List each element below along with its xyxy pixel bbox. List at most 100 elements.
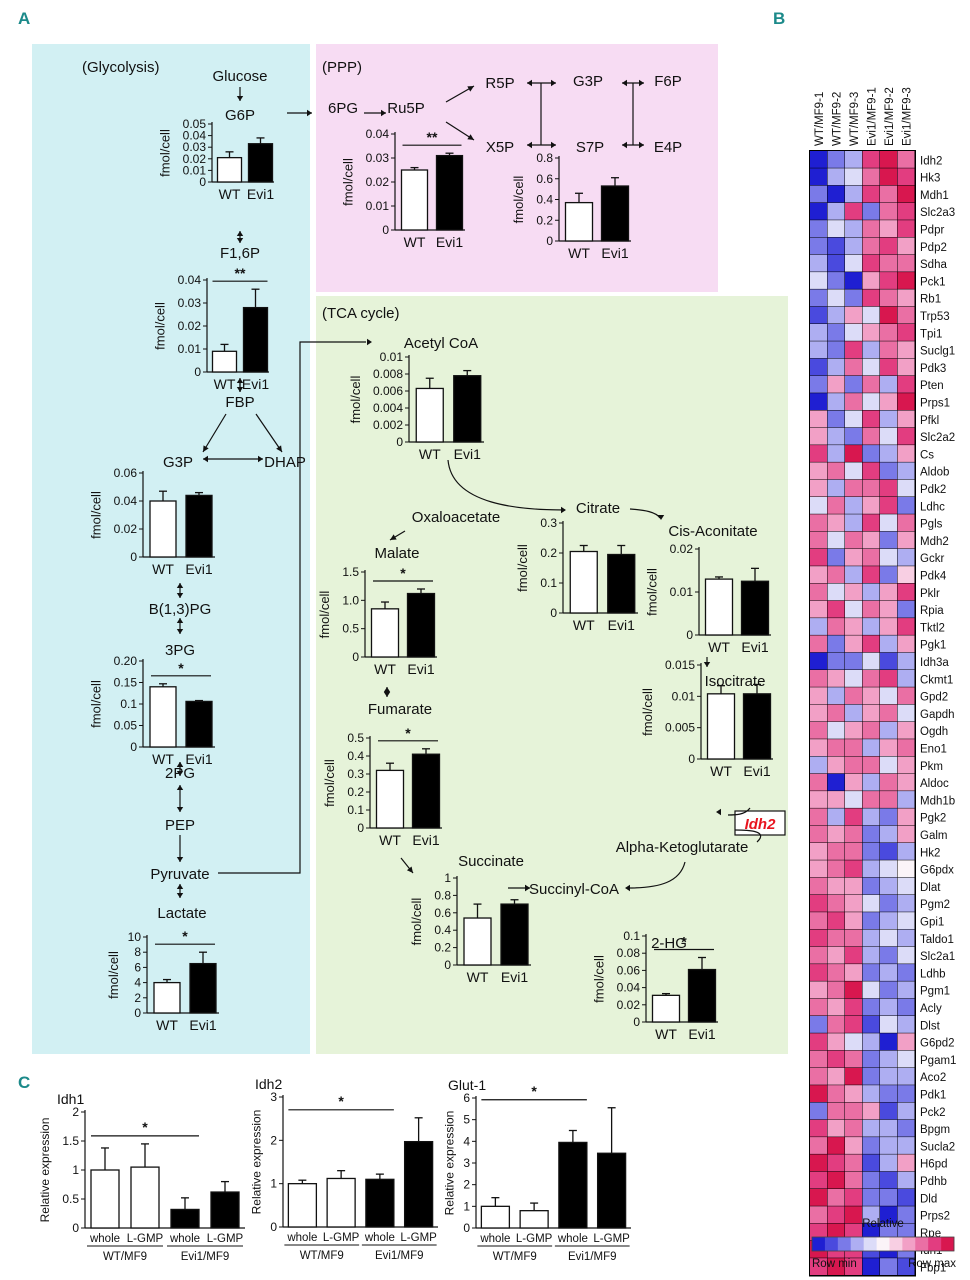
heatmap-cell bbox=[810, 237, 827, 255]
heatmap-cell bbox=[897, 151, 915, 168]
arrowhead bbox=[561, 506, 566, 514]
heatmap-row-label: Sucla2 bbox=[920, 1141, 955, 1153]
heatmap-cell bbox=[845, 843, 862, 860]
heatmap-column-label: WT/MF9-2 bbox=[831, 92, 843, 146]
arrowhead bbox=[390, 534, 397, 540]
x-tick-label: Evi1 bbox=[501, 969, 528, 985]
heatmap-cell bbox=[845, 289, 862, 307]
heatmap-cell bbox=[880, 237, 897, 255]
heatmap-cell bbox=[897, 670, 915, 687]
heatmap-cell bbox=[880, 808, 897, 826]
heatmap-row-label: Rpia bbox=[920, 605, 944, 617]
heatmap-row-label: Ldhc bbox=[920, 501, 945, 513]
heatmap-cell bbox=[827, 1033, 845, 1051]
heatmap-cell bbox=[827, 583, 845, 601]
y-tick-label: 0.01 bbox=[178, 342, 202, 356]
y-axis-label: fmol/cell bbox=[592, 955, 607, 1003]
heatmap-cell bbox=[827, 687, 845, 705]
arrowhead bbox=[236, 238, 244, 243]
panel-letter-b: B bbox=[773, 9, 785, 28]
heatmap-cell bbox=[897, 462, 915, 480]
heatmap-cell bbox=[810, 272, 827, 289]
heatmap-row-label: Mdh1b bbox=[920, 795, 955, 807]
y-axis-label: fmol/cell bbox=[409, 898, 424, 946]
y-tick-label: 0.8 bbox=[536, 151, 553, 165]
heatmap-cell bbox=[827, 185, 845, 203]
heatmap-cell bbox=[880, 341, 897, 359]
heatmap-cell bbox=[880, 427, 897, 445]
y-tick-label: 0.01 bbox=[672, 689, 696, 703]
heatmap-cell bbox=[862, 220, 880, 237]
heatmap-cell bbox=[897, 237, 915, 255]
heatmap-cell bbox=[827, 393, 845, 410]
bar bbox=[600, 185, 630, 242]
x-tick-label: Evi1 bbox=[688, 1026, 715, 1042]
section-tca: (TCA cycle) bbox=[322, 305, 400, 322]
heatmap-cell bbox=[897, 272, 915, 289]
heatmap-cell bbox=[810, 929, 827, 947]
heatmap-cell bbox=[862, 704, 880, 722]
bar bbox=[564, 201, 594, 242]
y-tick-label: 3 bbox=[270, 1090, 277, 1104]
heatmap-cell bbox=[827, 756, 845, 774]
y-tick-label: 0.1 bbox=[120, 697, 137, 711]
legend-swatch bbox=[941, 1237, 955, 1251]
arrowhead bbox=[176, 893, 184, 898]
heatmap-cell bbox=[845, 981, 862, 999]
group-label: WT/MF9 bbox=[493, 1251, 537, 1263]
heatmap-cell bbox=[897, 929, 915, 947]
heatmap-row-label: Sdha bbox=[920, 259, 947, 271]
heatmap-cell bbox=[827, 1016, 845, 1033]
heatmap-row-label: Pdhb bbox=[920, 1176, 947, 1188]
arrowhead bbox=[527, 141, 532, 149]
y-tick-label: 0.02 bbox=[183, 152, 207, 166]
arrowhead bbox=[176, 771, 184, 776]
heatmap-cell bbox=[897, 393, 915, 410]
heatmap-cell bbox=[897, 1033, 915, 1051]
chart-title: Fumarate bbox=[368, 701, 432, 718]
y-axis-label: fmol/cell bbox=[153, 302, 168, 350]
x-tick-label: WT bbox=[156, 1017, 178, 1033]
heatmap-row-label: Taldo1 bbox=[920, 934, 954, 946]
heatmap-cell bbox=[862, 600, 880, 618]
heatmap-cell bbox=[862, 670, 880, 687]
x-tick-label: WT bbox=[379, 832, 401, 848]
heatmap-cell bbox=[845, 1050, 862, 1068]
heatmap-cell bbox=[845, 635, 862, 653]
heatmap-cell bbox=[880, 358, 897, 376]
bar bbox=[453, 375, 482, 443]
heatmap-cell bbox=[845, 998, 862, 1016]
heatmap-cell bbox=[880, 1137, 897, 1154]
y-axis-label: fmol/cell bbox=[511, 176, 526, 224]
bar bbox=[519, 1210, 549, 1229]
heatmap-cell bbox=[827, 600, 845, 618]
heatmap-cell bbox=[845, 427, 862, 445]
y-axis-label: fmol/cell bbox=[348, 376, 363, 424]
heatmap-cell bbox=[810, 427, 827, 445]
heatmap-cell bbox=[880, 721, 897, 739]
heatmap-cell bbox=[810, 1189, 827, 1206]
chart-title: Isocitrate bbox=[705, 673, 766, 690]
arrowhead bbox=[467, 86, 474, 92]
group-label: WT/MF9 bbox=[103, 1251, 147, 1263]
label-6pg: 6PG bbox=[328, 100, 358, 117]
heatmap-row-label: Pkm bbox=[920, 761, 943, 773]
y-tick-label: 0.04 bbox=[366, 127, 390, 141]
heatmap-cell bbox=[810, 1050, 827, 1068]
heatmap-cell bbox=[810, 566, 827, 583]
y-tick-label: 3 bbox=[463, 1156, 470, 1170]
heatmap-cell bbox=[880, 773, 897, 791]
y-tick-label: 8 bbox=[134, 945, 141, 959]
x-tick-label: Evi1 bbox=[436, 234, 463, 250]
x-tick-label: L-GMP bbox=[400, 1232, 437, 1244]
heatmap-cell bbox=[827, 497, 845, 514]
heatmap-cell bbox=[827, 739, 845, 756]
heatmap-cell bbox=[845, 497, 862, 514]
y-tick-label: 0 bbox=[357, 821, 364, 835]
heatmap-cell bbox=[862, 1085, 880, 1102]
heatmap-cell bbox=[880, 912, 897, 929]
heatmap-cell bbox=[827, 1119, 845, 1137]
